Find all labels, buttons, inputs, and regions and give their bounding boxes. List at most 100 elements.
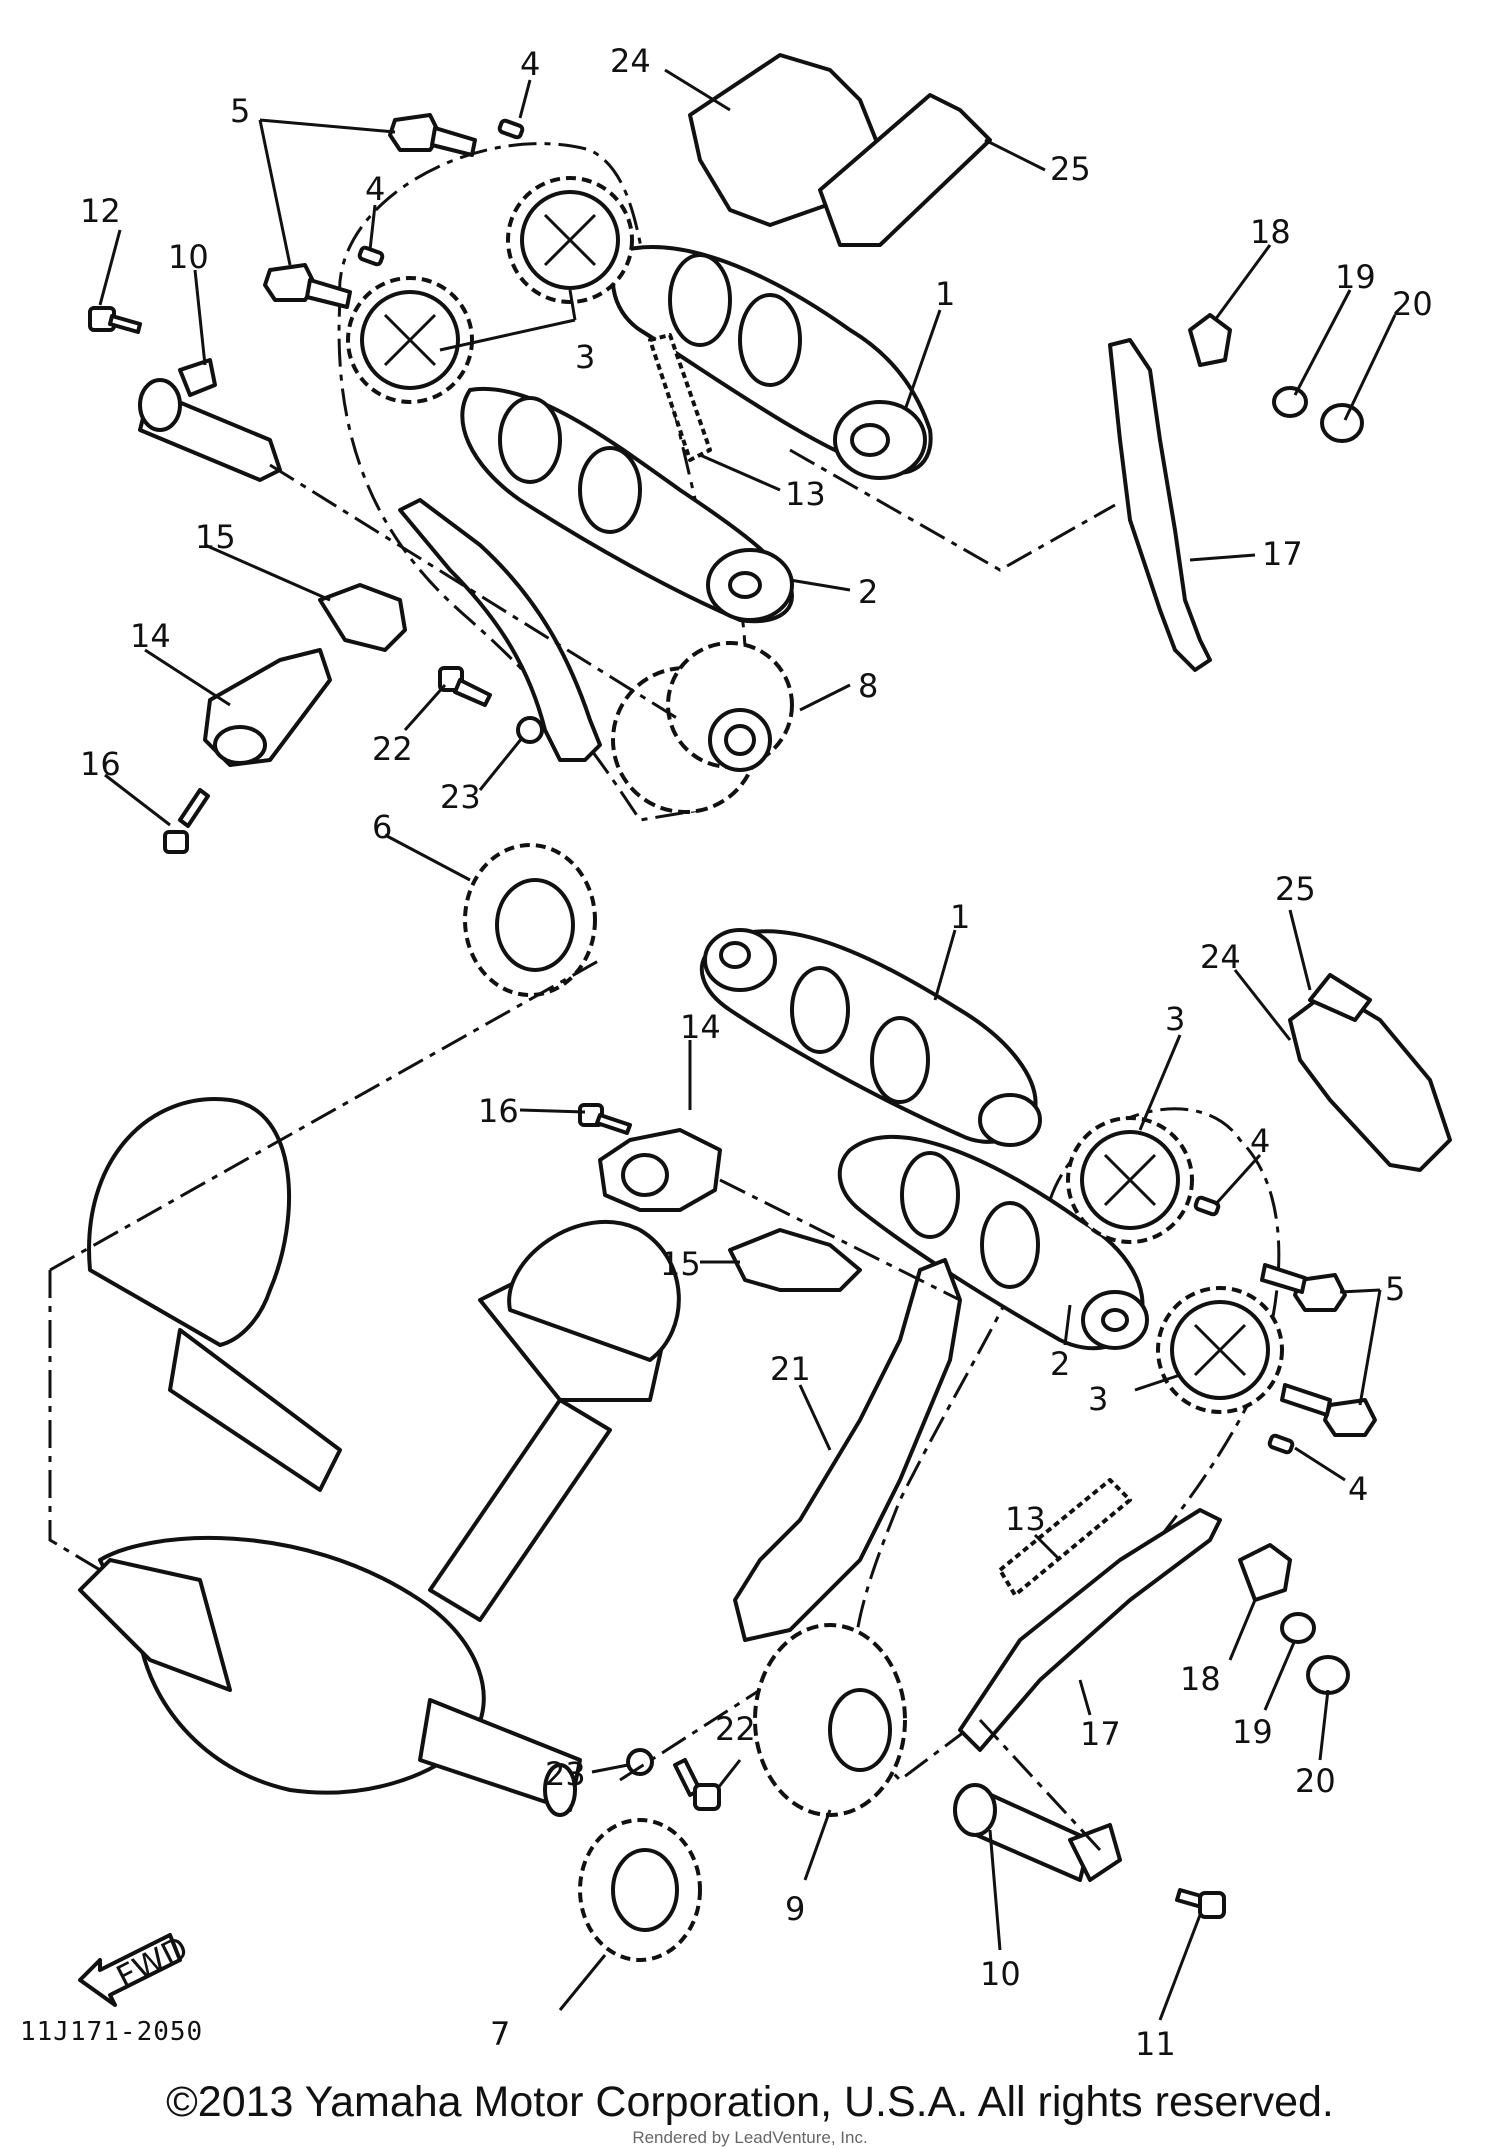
bolt-5-a bbox=[388, 113, 477, 157]
callout-20: 20 bbox=[1392, 285, 1433, 323]
callout-5: 5 bbox=[1385, 1270, 1405, 1308]
crankshaft bbox=[78, 1097, 681, 1817]
callout-20: 20 bbox=[1295, 1762, 1336, 1800]
assembly-line-lower-c bbox=[619, 1688, 761, 1782]
callout-4: 4 bbox=[365, 170, 385, 208]
tensioner-arm-upper bbox=[1108, 338, 1212, 672]
callout-25: 25 bbox=[1275, 870, 1316, 908]
bolt-16-lower bbox=[578, 1103, 632, 1135]
camshaft-intake-lower bbox=[837, 1134, 1149, 1351]
washer-23-upper bbox=[516, 716, 544, 744]
cam-chain-section-upper bbox=[648, 333, 712, 462]
camshaft-exhaust-lower bbox=[699, 928, 1042, 1147]
chain-guide-cover-25-upper bbox=[818, 93, 992, 247]
callout-17: 17 bbox=[1080, 1715, 1121, 1753]
crank-sprocket-6 bbox=[463, 843, 597, 997]
cam-sprocket-lower-a bbox=[1066, 1116, 1194, 1244]
callout-1: 1 bbox=[950, 898, 970, 936]
callouts: 4 5 4 24 25 12 10 3 1 18 19 20 13 2 17 1… bbox=[20, 42, 1433, 2063]
callout-18: 18 bbox=[1180, 1660, 1221, 1698]
lower-assembly: FWD bbox=[48, 928, 1452, 2007]
callout-24: 24 bbox=[1200, 938, 1241, 976]
camshaft-exhaust-upper bbox=[611, 245, 933, 480]
gasket-15-lower bbox=[728, 1228, 862, 1292]
bolt-5-b bbox=[263, 263, 352, 309]
bolt-11 bbox=[1175, 1888, 1226, 1919]
assembly-line-upper-a bbox=[269, 463, 681, 722]
cam-sprocket-lower-b bbox=[1156, 1286, 1284, 1414]
bolt-22-lower bbox=[673, 1758, 721, 1811]
assembly-line-lower-b bbox=[48, 1270, 101, 1572]
callout-16: 16 bbox=[478, 1092, 519, 1130]
cam-sprocket-upper-a bbox=[506, 176, 634, 304]
callout-17: 17 bbox=[1262, 535, 1303, 573]
assembly-line-upper-b bbox=[789, 448, 1116, 572]
callout-2: 2 bbox=[1050, 1345, 1070, 1383]
pin-4-a bbox=[497, 118, 525, 140]
copyright-notice: ©2013 Yamaha Motor Corporation, U.S.A. A… bbox=[166, 2078, 1334, 2126]
bolt-16-upper bbox=[163, 788, 210, 854]
washer-23-lower bbox=[626, 1748, 654, 1776]
callout-15: 15 bbox=[660, 1245, 701, 1283]
callout-19: 19 bbox=[1335, 258, 1376, 296]
callout-6: 6 bbox=[372, 808, 392, 846]
chain-guide-cover-24-lower bbox=[1288, 988, 1452, 1172]
plug-18-upper bbox=[1188, 313, 1232, 367]
assembly-line-lower-d bbox=[719, 1178, 961, 1302]
callout-21: 21 bbox=[770, 1350, 811, 1388]
callout-2: 2 bbox=[858, 573, 878, 611]
callout-25: 25 bbox=[1050, 150, 1091, 188]
screw-12 bbox=[88, 306, 142, 334]
bolt-22-upper bbox=[438, 666, 492, 707]
callout-3: 3 bbox=[575, 338, 595, 376]
idler-gear-8 bbox=[611, 641, 794, 814]
callout-24: 24 bbox=[610, 42, 651, 80]
camshaft-intake-upper bbox=[460, 386, 794, 624]
cam-sprocket-upper-b bbox=[346, 276, 474, 404]
callout-23: 23 bbox=[545, 1755, 586, 1793]
callout-3: 3 bbox=[1088, 1380, 1108, 1418]
callout-18: 18 bbox=[1250, 213, 1291, 251]
chain-guide-21 bbox=[733, 1258, 962, 1642]
tensioner-arm-lower bbox=[958, 1508, 1222, 1752]
plug-18-lower bbox=[1238, 1543, 1292, 1602]
washer-19-upper bbox=[1272, 386, 1308, 418]
callout-14: 14 bbox=[130, 617, 171, 655]
callout-10: 10 bbox=[168, 238, 209, 276]
nut-20-lower bbox=[1306, 1655, 1350, 1695]
assembly-line-lower-e bbox=[978, 1718, 1102, 1852]
callout-4: 4 bbox=[1250, 1122, 1270, 1160]
cam-chain-section-lower bbox=[998, 1478, 1132, 1597]
callout-16: 16 bbox=[80, 745, 121, 783]
idler-gear-9 bbox=[753, 1623, 907, 1817]
callout-3: 3 bbox=[1165, 1000, 1185, 1038]
callout-15: 15 bbox=[195, 518, 236, 556]
nut-20-upper bbox=[1320, 403, 1364, 443]
callout-22: 22 bbox=[372, 730, 413, 768]
bolt-5-c bbox=[1260, 1263, 1347, 1312]
callout-9: 9 bbox=[785, 1890, 805, 1928]
tensioner-14-upper bbox=[203, 648, 332, 767]
pin-4-d bbox=[1267, 1433, 1295, 1455]
idler-shaft-upper bbox=[138, 358, 282, 482]
callout-12: 12 bbox=[80, 192, 121, 230]
callout-23: 23 bbox=[440, 778, 481, 816]
callout-14: 14 bbox=[680, 1008, 721, 1046]
idler-shaft-lower bbox=[953, 1783, 1122, 1882]
callout-5: 5 bbox=[230, 92, 250, 130]
fwd-arrow: FWD bbox=[78, 1929, 194, 2007]
crank-sprocket-7 bbox=[578, 1818, 702, 1962]
pin-4-b bbox=[357, 245, 385, 267]
callout-8: 8 bbox=[858, 667, 878, 705]
callout-19: 19 bbox=[1232, 1713, 1273, 1751]
upper-assembly bbox=[88, 53, 1364, 997]
pin-4-c bbox=[1193, 1195, 1221, 1217]
assembly-line-lower-a bbox=[49, 958, 601, 1272]
callout-10: 10 bbox=[980, 1955, 1021, 1993]
callout-13: 13 bbox=[1005, 1500, 1046, 1538]
render-credit: Rendered by LeadVenture, Inc. bbox=[632, 2128, 868, 2147]
callout-22: 22 bbox=[715, 1710, 756, 1748]
callout-7: 7 bbox=[490, 2015, 510, 2053]
